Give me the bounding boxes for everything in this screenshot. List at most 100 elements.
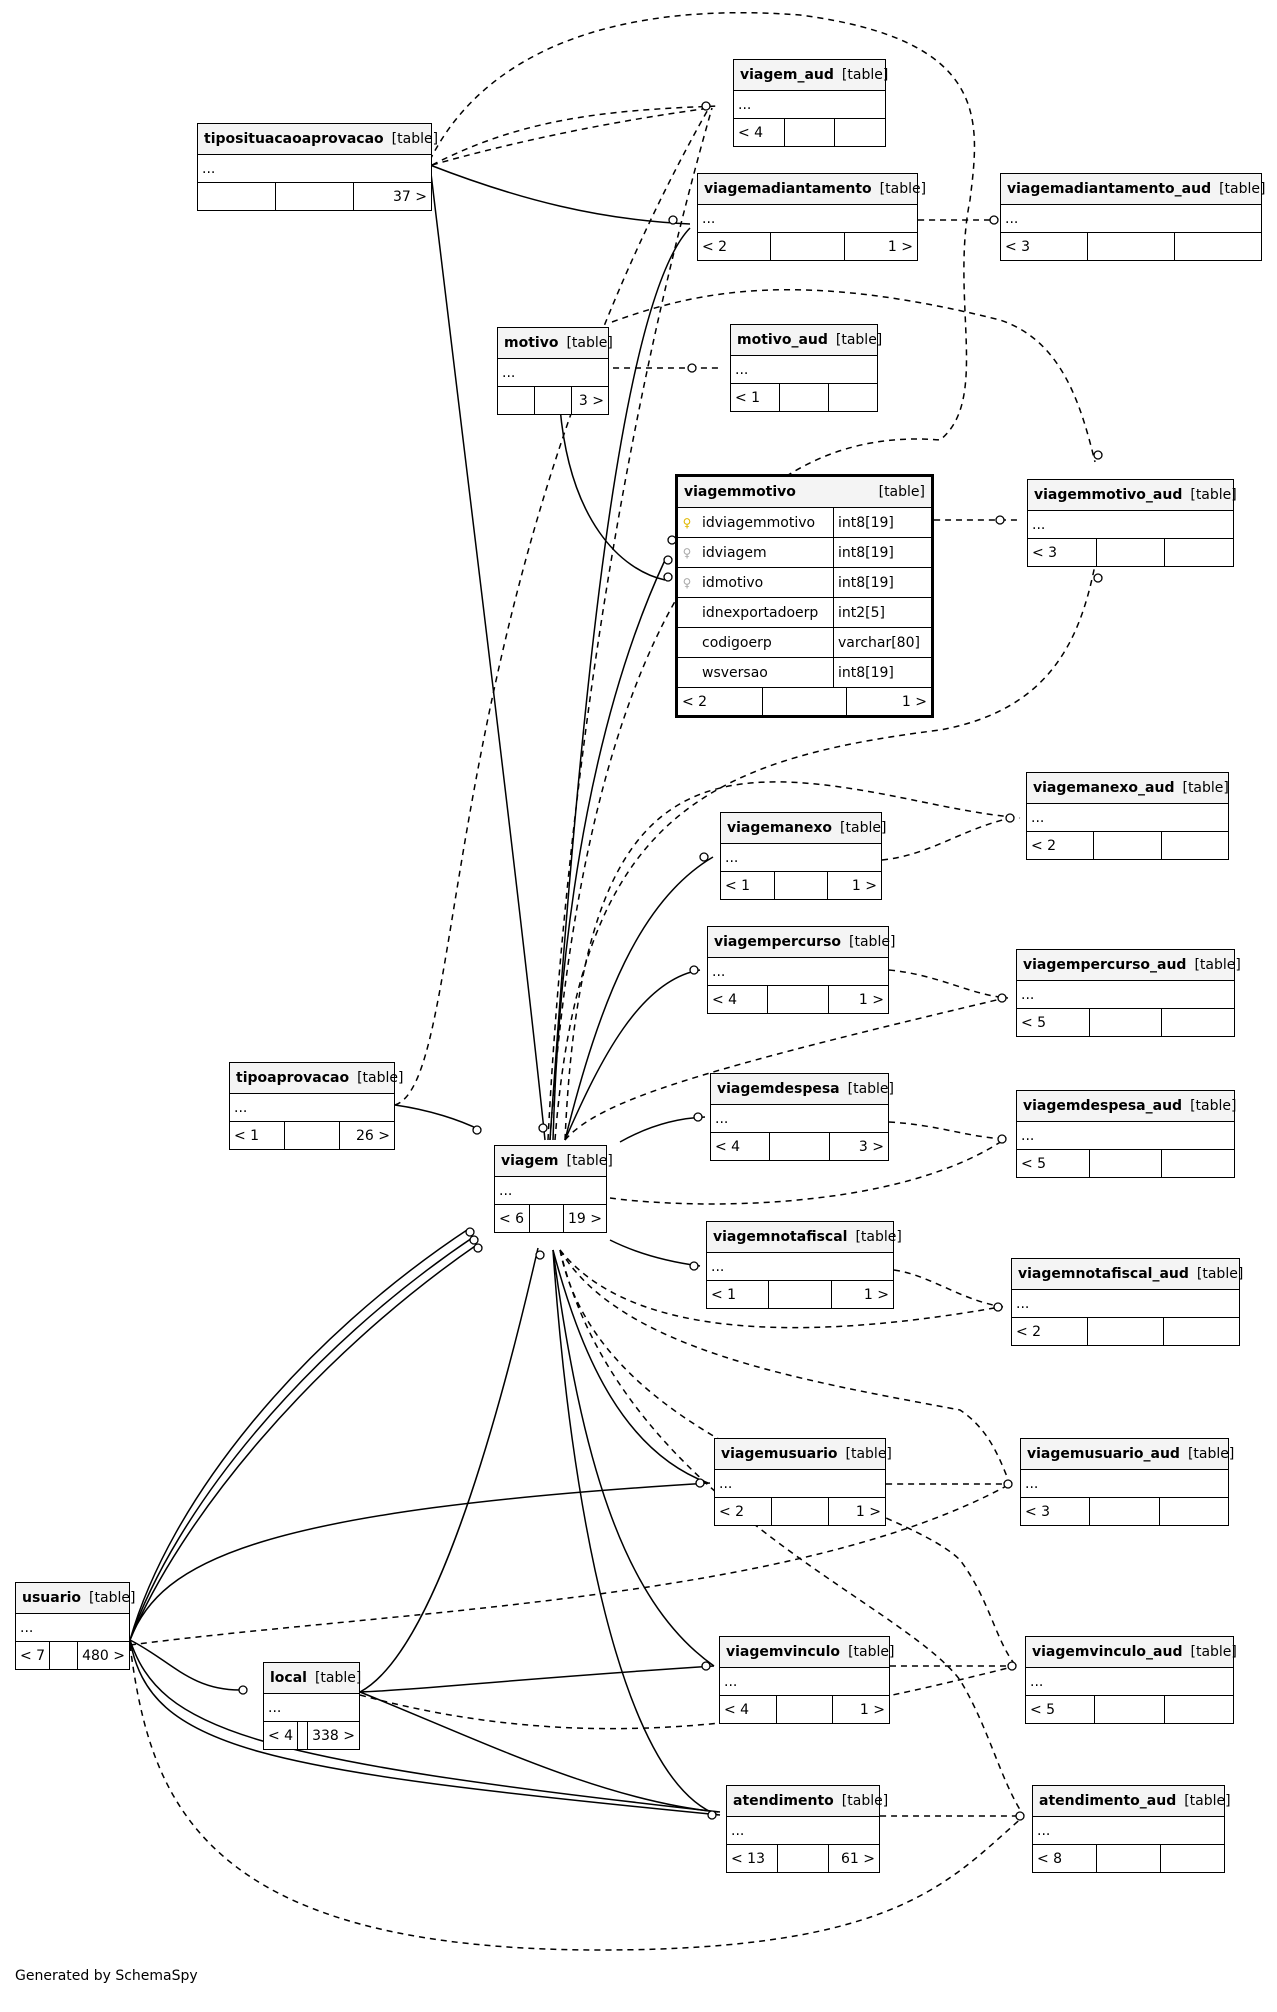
children-count[interactable]: 1 > <box>859 1701 886 1718</box>
children-count[interactable]: 1 > <box>887 238 913 255</box>
parents-count[interactable]: < 4 <box>708 986 769 1013</box>
parents-count[interactable]: < 13 <box>727 1845 778 1872</box>
parents-count[interactable]: < 2 <box>698 233 772 260</box>
cardinality-marker <box>663 572 673 582</box>
parents-count[interactable]: < 3 <box>1001 233 1088 260</box>
children-count[interactable]: 1 > <box>851 877 878 894</box>
table-viagemanexo_aud[interactable]: viagemanexo_aud[table] ... < 2 <box>1026 772 1229 860</box>
parents-count[interactable]: < 2 <box>715 1498 772 1525</box>
children-count[interactable] <box>829 384 877 411</box>
parents-count[interactable]: < 1 <box>707 1281 770 1308</box>
parents-count[interactable]: < 1 <box>230 1122 285 1149</box>
children-count[interactable] <box>1162 1150 1234 1177</box>
table-viagempercurso_aud[interactable]: viagempercurso_aud[table] ... < 5 <box>1016 949 1241 1037</box>
table-tiposituacaoaprovacao[interactable]: tiposituacaoaprovacao[table] ... 37 > <box>197 123 438 211</box>
parents-count[interactable]: < 2 <box>1012 1318 1088 1345</box>
children-count[interactable] <box>1165 539 1233 566</box>
children-count[interactable] <box>1175 233 1261 260</box>
children-count[interactable] <box>1165 1696 1233 1723</box>
table-viagemnotafiscal_aud[interactable]: viagemnotafiscal_aud[table] ... < 2 <box>1011 1258 1243 1346</box>
parents-count[interactable]: < 5 <box>1017 1150 1090 1177</box>
parents-count[interactable]: < 4 <box>264 1722 299 1749</box>
parents-count[interactable]: < 4 <box>711 1133 771 1160</box>
relationship-edge <box>129 1235 476 1641</box>
table-name: viagemdespesa <box>717 1081 840 1097</box>
children-count[interactable]: 26 > <box>356 1127 390 1144</box>
parents-count[interactable]: < 5 <box>1017 1009 1090 1036</box>
table-motivo[interactable]: motivo[table] ... 3 > <box>497 327 613 415</box>
parents-count[interactable]: < 2 <box>678 688 763 715</box>
parents-count[interactable]: < 7 <box>16 1642 51 1669</box>
parents-count[interactable]: < 3 <box>1028 539 1097 566</box>
parents-count[interactable] <box>498 387 535 414</box>
table-viagemadiantamento_aud[interactable]: viagemadiantamento_aud[table] ... < 3 <box>1000 173 1265 261</box>
cardinality-marker <box>472 1125 482 1135</box>
table-type: [table] <box>841 1793 889 1809</box>
table-type: [table] <box>357 1070 404 1086</box>
parents-count[interactable]: < 2 <box>1027 832 1095 859</box>
table-viagem_aud[interactable]: viagem_aud[table] ... < 4 <box>733 59 888 147</box>
parents-count[interactable] <box>198 183 276 210</box>
children-count[interactable]: 480 > <box>82 1647 125 1664</box>
table-viagemdespesa_aud[interactable]: viagemdespesa_aud[table] ... < 5 <box>1016 1090 1236 1178</box>
children-count[interactable]: 1 > <box>901 693 928 710</box>
children-count[interactable] <box>1162 1009 1234 1036</box>
parents-count[interactable]: < 6 <box>495 1205 530 1232</box>
parents-count[interactable]: < 1 <box>731 384 780 411</box>
children-count[interactable]: 3 > <box>858 1138 884 1155</box>
parents-count[interactable]: < 3 <box>1021 1498 1091 1525</box>
table-footer: < 4 338 > <box>264 1722 359 1749</box>
children-count[interactable]: 1 > <box>863 1286 889 1303</box>
footer-mid <box>1088 233 1175 260</box>
children-count[interactable] <box>1160 1498 1228 1525</box>
table-usuario[interactable]: usuario[table] ... < 7 480 > <box>15 1582 135 1670</box>
children-count[interactable]: 338 > <box>312 1727 355 1744</box>
parents-count[interactable]: < 8 <box>1033 1845 1097 1872</box>
cardinality-marker <box>707 1810 717 1820</box>
children-count[interactable] <box>1162 832 1228 859</box>
table-header: usuario[table] <box>16 1583 135 1614</box>
children-count[interactable] <box>1164 1318 1239 1345</box>
table-viagemusuario_aud[interactable]: viagemusuario_aud[table] ... < 3 <box>1020 1438 1234 1526</box>
children-count[interactable]: 3 > <box>578 392 604 409</box>
table-columns-placeholder: ... <box>16 1614 129 1642</box>
table-columns-placeholder: ... <box>715 1470 885 1498</box>
parents-count[interactable]: < 4 <box>720 1696 777 1723</box>
relationship-edge <box>552 1249 715 1667</box>
table-viagemvinculo_aud[interactable]: viagemvinculo_aud[table] ... < 5 <box>1025 1636 1237 1724</box>
table-motivo_aud[interactable]: motivo_aud[table] ... < 1 <box>730 324 882 412</box>
children-count[interactable]: 1 > <box>858 991 884 1008</box>
parents-count[interactable]: < 1 <box>721 872 775 899</box>
parents-count[interactable]: < 5 <box>1026 1696 1096 1723</box>
relationship-edge <box>129 1243 479 1641</box>
footer-mid <box>276 183 354 210</box>
children-count[interactable]: 1 > <box>855 1503 881 1520</box>
table-viagemmotivo_aud[interactable]: viagemmotivo_aud[table] ... < 3 <box>1027 479 1237 567</box>
table-name: viagemmotivo <box>684 484 796 500</box>
table-atendimento_aud[interactable]: atendimento_aud[table] ... < 8 <box>1032 1785 1231 1873</box>
children-count[interactable] <box>835 119 885 146</box>
parents-count[interactable]: < 4 <box>734 119 785 146</box>
children-count[interactable]: 19 > <box>568 1210 602 1227</box>
children-count[interactable] <box>1161 1845 1224 1872</box>
children-count[interactable]: 61 > <box>841 1850 875 1867</box>
children-count[interactable]: 37 > <box>393 188 427 205</box>
